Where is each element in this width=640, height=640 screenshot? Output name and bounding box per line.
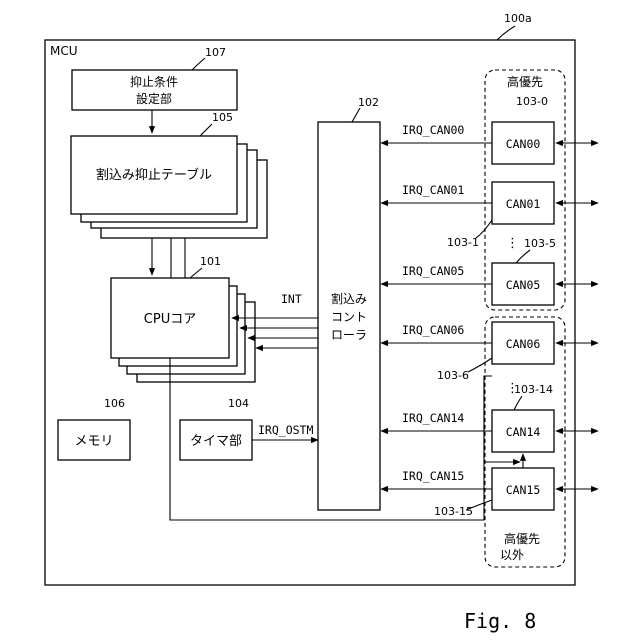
figure-caption: Fig. 8 [464, 609, 536, 633]
memory-ref: 106 [104, 397, 125, 410]
table-label: 割込み抑止テーブル [96, 167, 212, 183]
can14-label: CAN14 [506, 425, 541, 439]
setting-ref: 107 [205, 46, 226, 59]
can15-ref: 103-15 [434, 505, 473, 518]
can01-ref: 103-1 [447, 236, 479, 249]
can00-ref: 103-0 [516, 95, 548, 108]
can05-label: CAN05 [506, 278, 541, 292]
high-priority-label: 高優先 [507, 74, 543, 89]
mcu-ref-leader [497, 26, 515, 40]
ellipsis-high: ⋮ [506, 236, 519, 251]
controller-line1: 割込み [331, 291, 367, 306]
table-ref: 105 [212, 111, 233, 124]
mcu-label: MCU [50, 44, 78, 58]
can15-label: CAN15 [506, 483, 541, 497]
can05-ref: 103-5 [524, 237, 556, 250]
can14-ref: 103-14 [514, 383, 553, 396]
controller-line2: コント [331, 310, 367, 324]
cpu-ref: 101 [200, 255, 221, 268]
other-priority-line1: 高優先 [504, 531, 540, 546]
can01-label: CAN01 [506, 197, 541, 211]
irq-ostm-label: IRQ_OSTM [258, 423, 313, 437]
other-priority-line2: 以外 [500, 548, 524, 562]
cpu-label: CPUコア [144, 312, 196, 327]
controller-line3: ローラ [331, 328, 367, 342]
setting-line1: 抑止条件 [130, 74, 178, 89]
controller-ref: 102 [358, 96, 379, 109]
memory-label: メモリ [74, 434, 113, 449]
irq-can00-label: IRQ_CAN00 [402, 123, 464, 137]
int-label: INT [281, 292, 302, 306]
can00-label: CAN00 [506, 137, 541, 151]
irq-can15-label: IRQ_CAN15 [402, 469, 464, 483]
timer-ref: 104 [228, 397, 249, 410]
irq-can05-label: IRQ_CAN05 [402, 264, 464, 278]
can06-label: CAN06 [506, 337, 541, 351]
setting-line2: 設定部 [136, 91, 172, 106]
irq-can06-label: IRQ_CAN06 [402, 323, 464, 337]
irq-can01-label: IRQ_CAN01 [402, 183, 464, 197]
can06-ref: 103-6 [437, 369, 469, 382]
irq-can14-label: IRQ_CAN14 [402, 411, 464, 425]
mcu-ref: 100a [504, 12, 532, 25]
timer-label: タイマ部 [190, 434, 242, 449]
